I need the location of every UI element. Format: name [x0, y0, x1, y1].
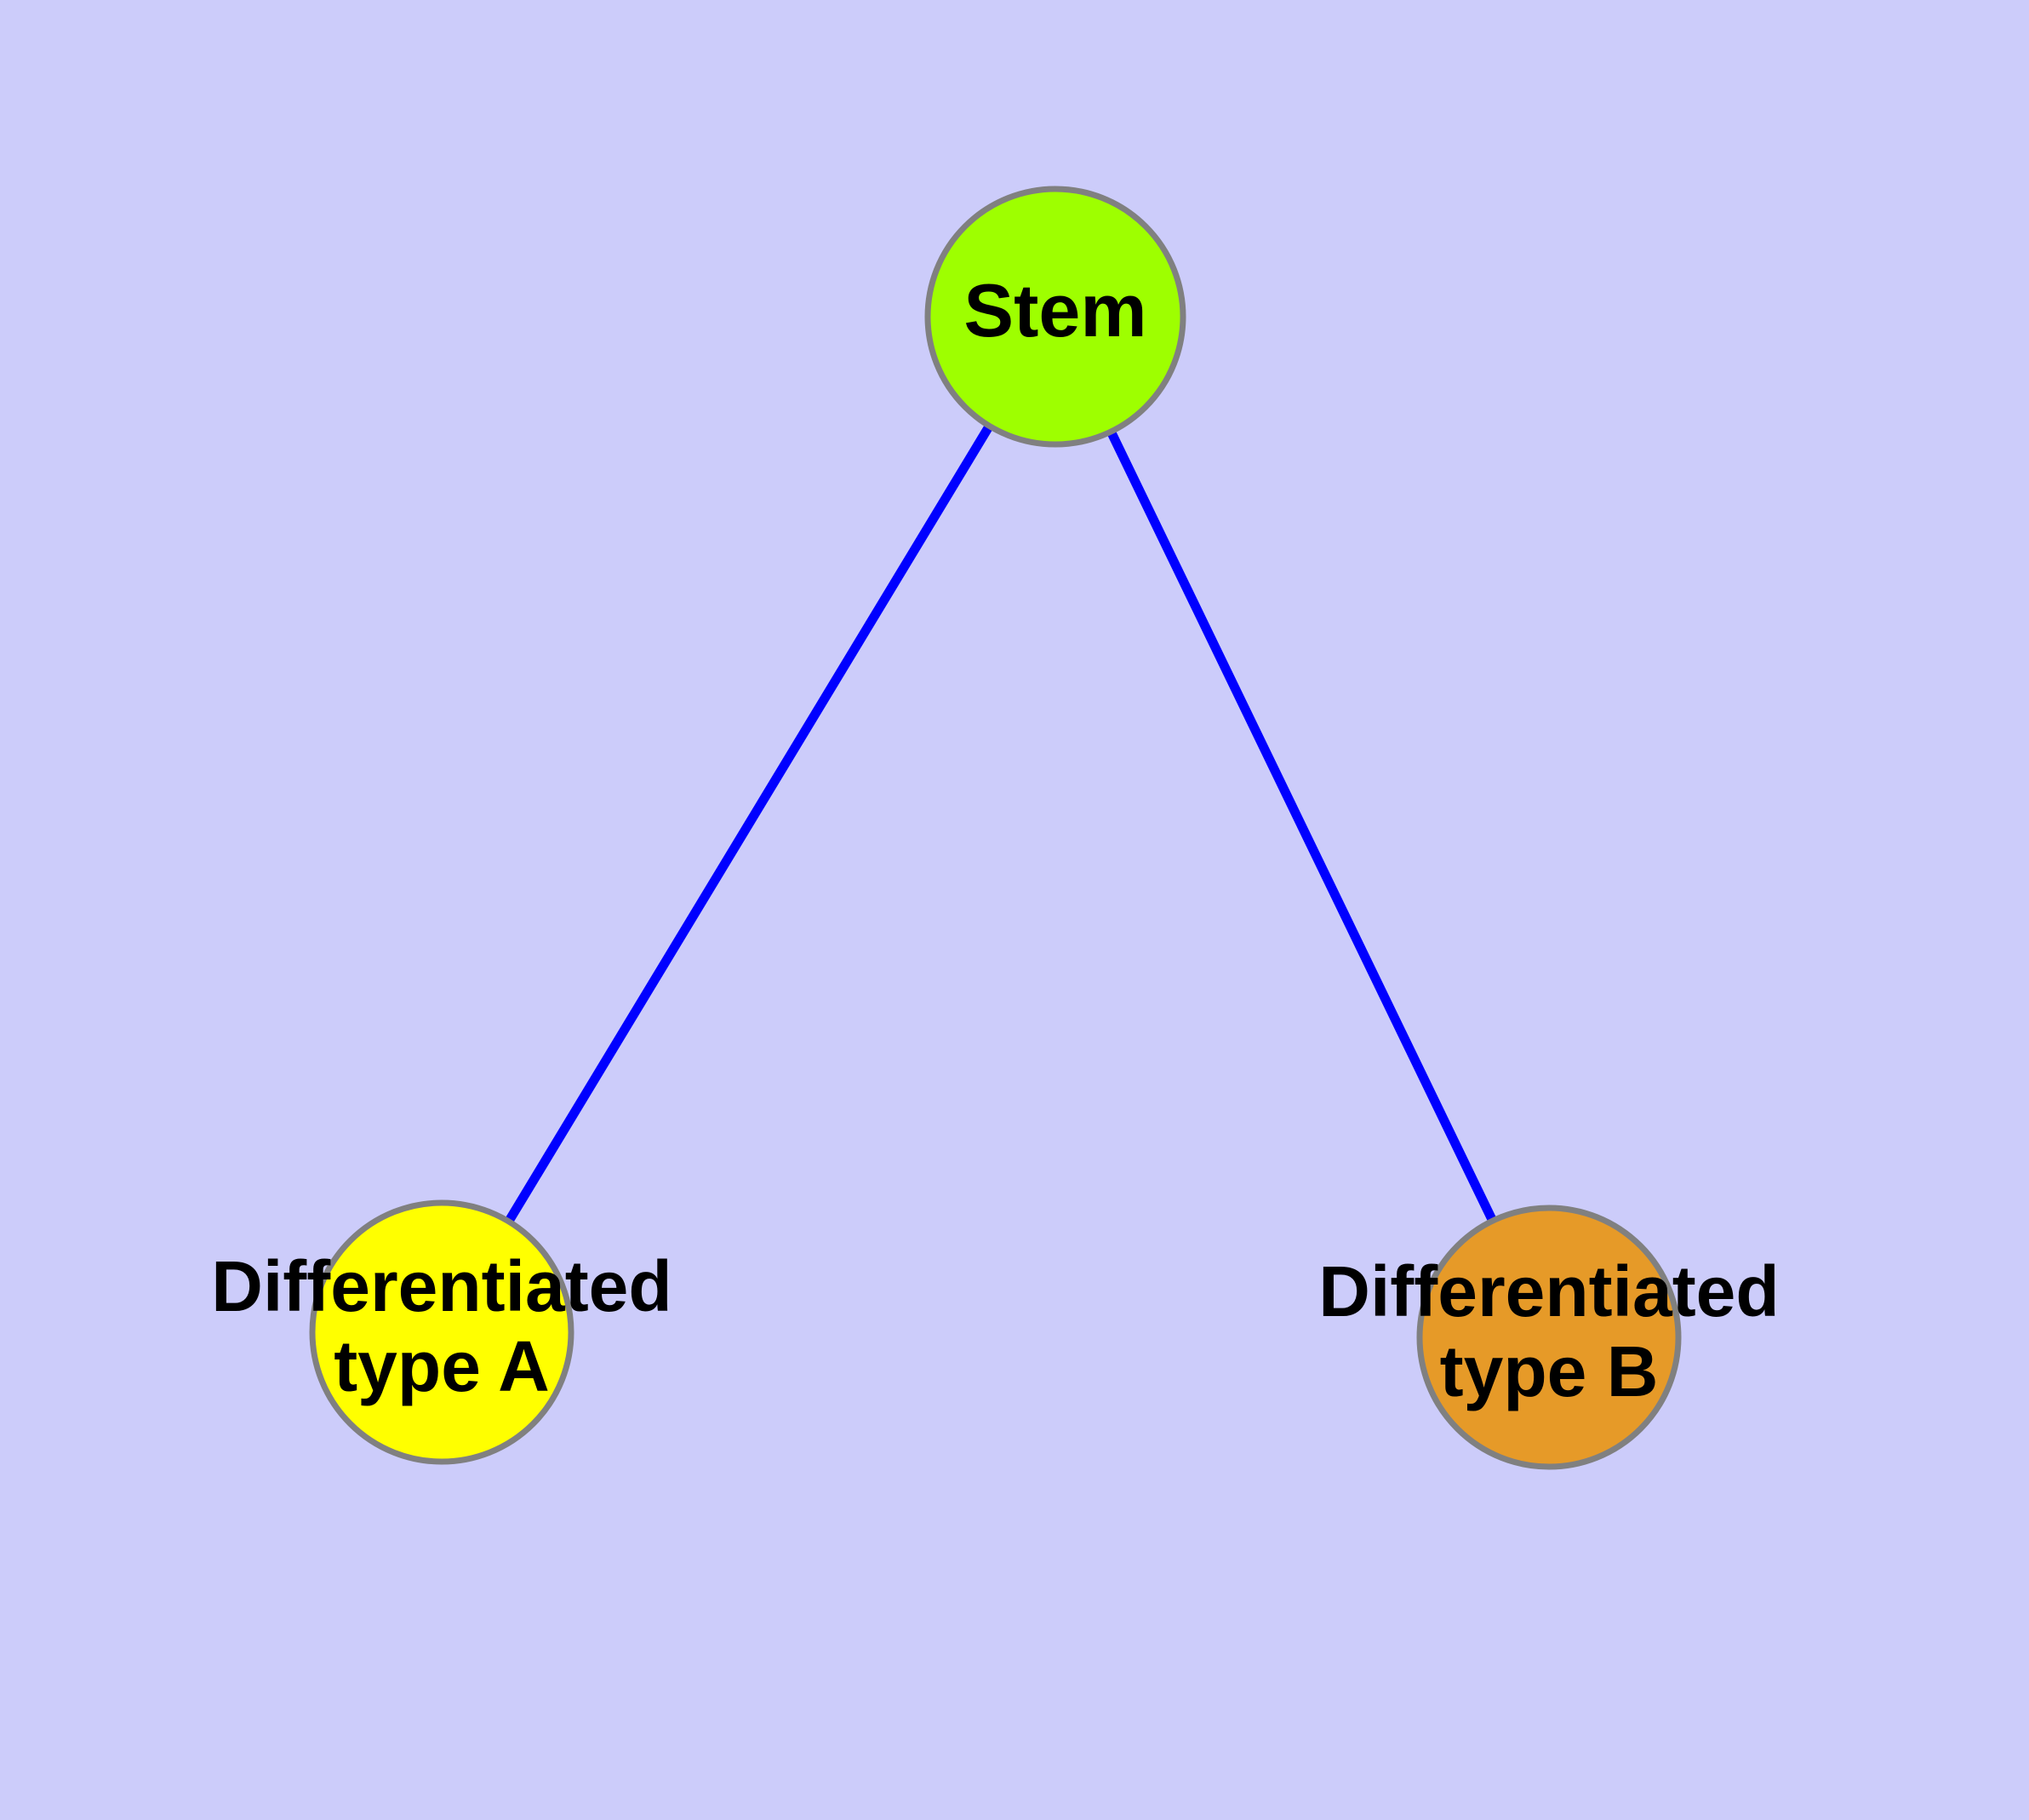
node-differentiated-type-b-circle[interactable] [1416, 1205, 1682, 1470]
node-stem-circle[interactable] [924, 186, 1186, 448]
node-differentiated-type-a-circle[interactable] [309, 1199, 574, 1465]
edge-stem-to-differentiated-type-a[interactable] [502, 421, 996, 1228]
edge-layer [502, 421, 1499, 1228]
node-stem-label: Stem [963, 268, 1146, 352]
edge-stem-to-differentiated-type-b[interactable] [1105, 426, 1499, 1227]
node-stem[interactable]: Stem [924, 186, 1186, 448]
